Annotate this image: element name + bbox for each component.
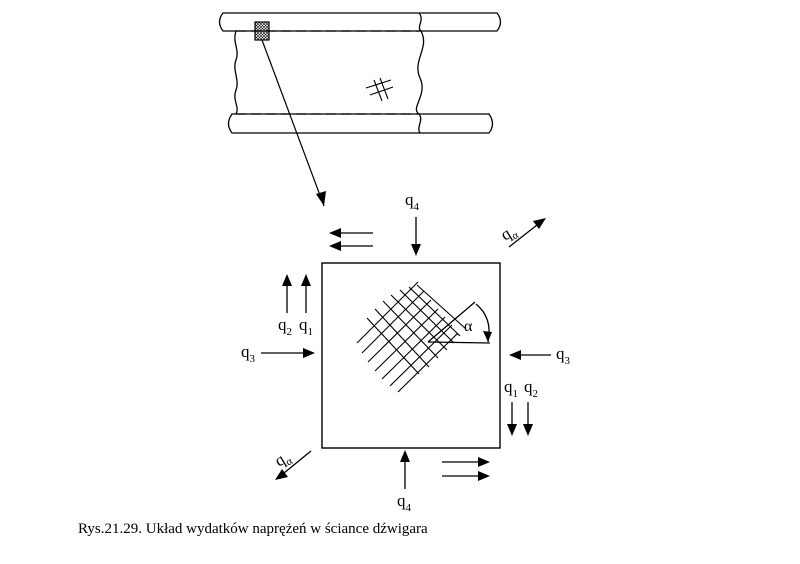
label-q2-left: q2 bbox=[278, 315, 292, 338]
arrow-q3-left bbox=[261, 348, 315, 358]
angle-reference-line bbox=[427, 341, 491, 344]
angle-direction-line bbox=[427, 301, 476, 343]
label-q2-right: q2 bbox=[524, 377, 538, 400]
arrows-shear-left bbox=[282, 274, 311, 313]
top-flange-outline bbox=[218, 12, 502, 32]
leader-line bbox=[261, 39, 325, 207]
arrow-q-alpha-top bbox=[508, 218, 546, 248]
arrow-q4-bottom bbox=[400, 450, 410, 489]
right-break-line bbox=[415, 12, 425, 134]
bottom-flange-outline bbox=[227, 113, 494, 134]
label-q4-top: q4 bbox=[405, 190, 420, 213]
element-square bbox=[321, 262, 501, 449]
label-angle-alpha: α bbox=[464, 318, 473, 335]
web-crosshatch-small bbox=[365, 77, 394, 102]
label-q3-left: q3 bbox=[241, 342, 256, 365]
arrow-q-alpha-bottom bbox=[275, 450, 312, 480]
arrow-q3-right bbox=[509, 350, 551, 360]
label-q-alpha-top: qα bbox=[497, 221, 521, 247]
element-marker bbox=[254, 21, 270, 41]
figure-caption: Rys.21.29. Układ wydatków naprężeń w ści… bbox=[78, 521, 428, 537]
label-q-alpha-bottom: qα bbox=[271, 447, 295, 473]
arrow-q4-top bbox=[411, 217, 421, 256]
left-break-line bbox=[234, 30, 238, 115]
label-q1-right: q1 bbox=[504, 377, 518, 400]
arrows-shear-top bbox=[329, 228, 373, 251]
girder-section bbox=[218, 12, 502, 134]
stress-crosshatch bbox=[356, 281, 467, 393]
label-q1-left: q1 bbox=[299, 315, 313, 338]
label-q3-right: q3 bbox=[556, 344, 571, 367]
angle-arc-arrowhead bbox=[483, 331, 492, 342]
arrows-shear-right bbox=[507, 402, 533, 436]
leader-arrowhead bbox=[316, 191, 326, 206]
arrows-shear-bottom bbox=[442, 457, 490, 481]
label-q4-bottom: q4 bbox=[397, 491, 412, 514]
